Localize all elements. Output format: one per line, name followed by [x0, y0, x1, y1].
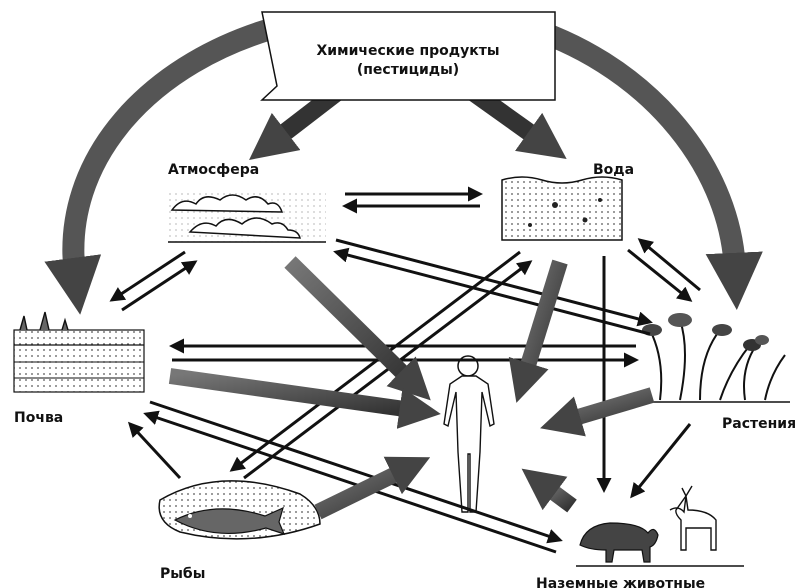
atmosphere-label: Атмосфера — [168, 162, 259, 178]
arrow-plants-to-human — [568, 395, 652, 420]
atmosphere-node: Атмосфера — [168, 162, 326, 242]
arrow-soil-to-human — [170, 376, 412, 410]
source-title-line1: Химические продукты — [317, 43, 500, 59]
water-label: Вода — [593, 162, 634, 178]
source-title-line2: (пестициды) — [357, 62, 459, 78]
arrow-plants-to-animals — [632, 424, 690, 496]
soil-icon — [14, 312, 144, 392]
animals-icon — [576, 486, 744, 566]
land-animals-label: Наземные животные — [536, 576, 705, 588]
soil-node: Почва — [14, 312, 144, 426]
water-icon — [502, 177, 622, 240]
fish-label: Рыбы — [160, 566, 205, 582]
soil-label: Почва — [14, 410, 63, 426]
fish-node: Рыбы — [159, 481, 320, 582]
arrow-animals-to-human — [545, 486, 572, 506]
arrow-fish-to-water — [244, 262, 530, 478]
human-figure-icon — [444, 356, 494, 512]
arrows-to-human — [170, 262, 652, 512]
arrow-atmosphere-to-human — [290, 262, 410, 380]
fish-icon — [159, 481, 320, 539]
clouds-icon — [168, 192, 326, 242]
plants-icon — [642, 313, 790, 402]
arrow-water-to-human — [525, 262, 560, 375]
plants-label: Растения — [722, 416, 796, 432]
water-node: Вода — [502, 162, 634, 240]
arrow-fish-to-soil — [130, 424, 180, 478]
source-box: Химические продукты (пестициды) — [262, 12, 555, 100]
plants-node: Растения — [642, 313, 796, 432]
